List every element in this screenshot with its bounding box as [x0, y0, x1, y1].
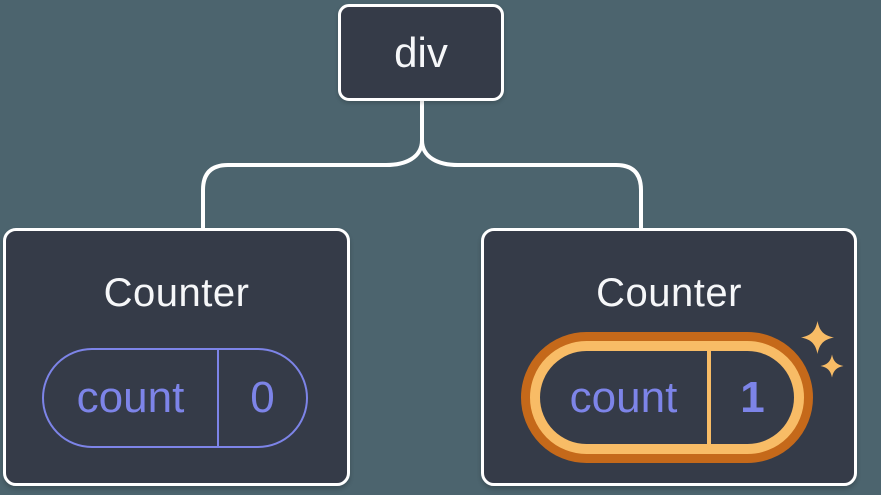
state-pill-highlighted: count 1	[521, 332, 813, 463]
state-value-segment: 1	[711, 351, 794, 444]
state-value: 0	[250, 373, 275, 422]
connector-branch-right	[420, 138, 643, 234]
state-key-label: count	[76, 373, 185, 422]
root-node-div: div	[338, 4, 504, 101]
sparkle-large	[801, 321, 834, 354]
pill-divider	[217, 350, 219, 446]
pill-divider	[707, 351, 711, 444]
root-node-label: div	[394, 28, 448, 76]
sparkles-icon	[801, 321, 844, 378]
sparkle-small	[820, 354, 844, 378]
counter-title: Counter	[103, 271, 250, 315]
connector-branch-left	[201, 138, 424, 234]
counter-card-left: Counter count 0	[3, 228, 350, 486]
state-key-segment: count	[44, 350, 217, 446]
state-key-label: count	[569, 372, 678, 422]
state-pill-inner: count 1	[540, 351, 794, 444]
state-value: 1	[740, 372, 765, 422]
counter-title: Counter	[596, 271, 742, 315]
counter-card-right: Counter count 1	[481, 228, 857, 486]
state-key-segment: count	[540, 351, 707, 444]
state-pill: count 0	[42, 348, 308, 448]
state-value-segment: 0	[219, 350, 306, 446]
